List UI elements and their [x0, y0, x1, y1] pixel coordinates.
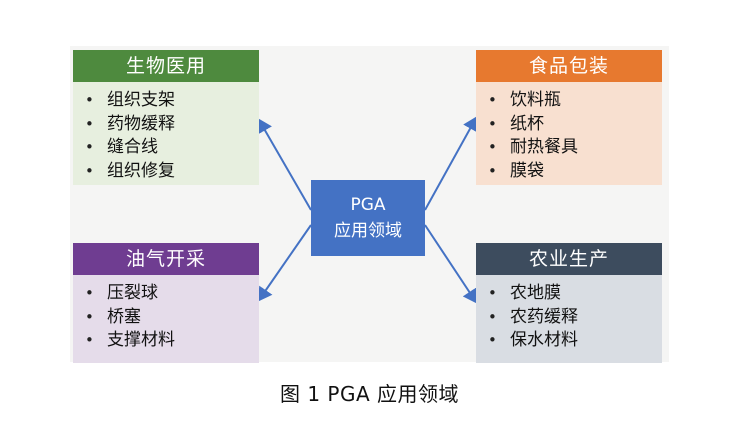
list-item: 桥塞	[73, 306, 259, 330]
box-agriculture-title: 农业生产	[476, 243, 662, 275]
box-agriculture-body: 农地膜 农药缓释 保水材料	[476, 275, 662, 363]
box-oil-gas-title: 油气开采	[73, 243, 259, 275]
list-item: 耐热餐具	[476, 136, 662, 160]
center-node-line1: PGA	[350, 195, 386, 215]
box-biomedical-body: 组织支架 药物缓释 缝合线 组织修复	[73, 82, 259, 185]
list-item: 组织支架	[73, 89, 259, 113]
list-item: 农地膜	[476, 282, 662, 306]
list-item: 饮料瓶	[476, 89, 662, 113]
box-biomedical-title: 生物医用	[73, 50, 259, 82]
list-item: 支撑材料	[73, 329, 259, 353]
arrow-to-agriculture	[424, 224, 478, 304]
box-oil-gas: 油气开采 压裂球 桥塞 支撑材料	[73, 243, 259, 363]
list-item: 缝合线	[73, 136, 259, 160]
figure-caption: 图 1 PGA 应用领域	[279, 382, 460, 406]
list-item: 组织修复	[73, 160, 259, 184]
list-item: 保水材料	[476, 329, 662, 353]
list-item: 压裂球	[73, 282, 259, 306]
box-food-packaging-title: 食品包装	[476, 50, 662, 82]
box-food-packaging: 食品包装 饮料瓶 纸杯 耐热餐具 膜袋	[476, 50, 662, 185]
arrow-to-oil-gas	[257, 224, 312, 302]
arrow-to-food-packaging	[424, 116, 478, 211]
center-node: PGA 应用领域	[311, 180, 425, 256]
list-item: 农药缓释	[476, 306, 662, 330]
list-item: 纸杯	[476, 113, 662, 137]
list-item: 药物缓释	[73, 113, 259, 137]
box-agriculture: 农业生产 农地膜 农药缓释 保水材料	[476, 243, 662, 363]
box-food-packaging-body: 饮料瓶 纸杯 耐热餐具 膜袋	[476, 82, 662, 185]
box-oil-gas-body: 压裂球 桥塞 支撑材料	[73, 275, 259, 363]
list-item: 膜袋	[476, 160, 662, 184]
center-node-line2: 应用领域	[334, 221, 402, 241]
box-biomedical: 生物医用 组织支架 药物缓释 缝合线 组织修复	[73, 50, 259, 185]
arrow-to-biomedical	[257, 118, 312, 211]
